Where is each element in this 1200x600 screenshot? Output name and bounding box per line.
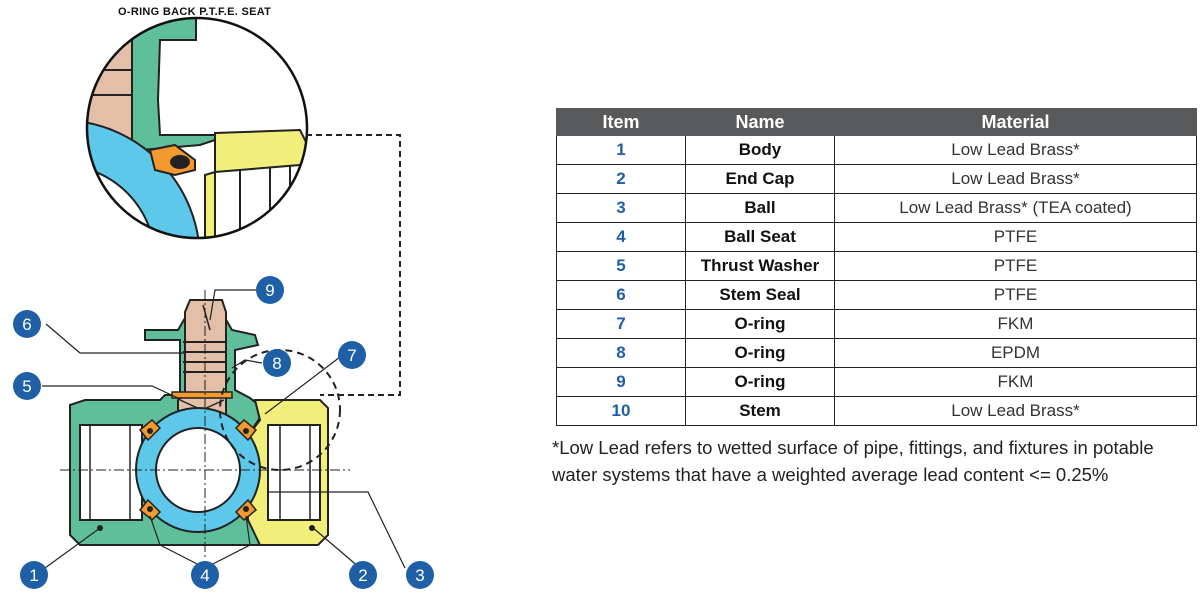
- cell-material: PTFE: [834, 222, 1197, 252]
- table-row: 3 Ball Low Lead Brass* (TEA coated): [556, 193, 1197, 223]
- table-row: 9 O-ring FKM: [556, 367, 1197, 397]
- svg-text:2: 2: [358, 566, 367, 585]
- cell-item: 1: [556, 135, 686, 165]
- valve-section-main: [60, 290, 350, 560]
- callout-5: 5: [13, 372, 41, 400]
- callout-7: 7: [338, 341, 366, 369]
- header-material: Material: [834, 108, 1197, 136]
- svg-text:8: 8: [272, 354, 281, 373]
- callout-4: 4: [191, 561, 219, 589]
- cell-name: O-ring: [685, 367, 835, 397]
- table-row: 1 Body Low Lead Brass*: [556, 135, 1197, 165]
- cell-item: 5: [556, 251, 686, 281]
- cell-name: Ball Seat: [685, 222, 835, 252]
- callout-8: 8: [263, 349, 291, 377]
- cell-name: O-ring: [685, 338, 835, 368]
- table-row: 5 Thrust Washer PTFE: [556, 251, 1197, 281]
- cell-material: Low Lead Brass*: [834, 135, 1197, 165]
- table-row: 2 End Cap Low Lead Brass*: [556, 164, 1197, 194]
- svg-text:5: 5: [22, 377, 31, 396]
- cell-name: Stem Seal: [685, 280, 835, 310]
- table-row: 6 Stem Seal PTFE: [556, 280, 1197, 310]
- svg-text:9: 9: [265, 281, 274, 300]
- cell-item: 3: [556, 193, 686, 223]
- cell-item: 7: [556, 309, 686, 339]
- detail-magnified-view: [85, 16, 309, 240]
- table-row: 7 O-ring FKM: [556, 309, 1197, 339]
- cell-item: 9: [556, 367, 686, 397]
- table-row: 10 Stem Low Lead Brass*: [556, 396, 1197, 426]
- callout-1: 1: [20, 561, 48, 589]
- cell-item: 8: [556, 338, 686, 368]
- svg-text:6: 6: [22, 315, 31, 334]
- cell-name: Thrust Washer: [685, 251, 835, 281]
- svg-text:1: 1: [29, 566, 38, 585]
- cell-material: Low Lead Brass*: [834, 396, 1197, 426]
- cell-item: 10: [556, 396, 686, 426]
- cell-item: 6: [556, 280, 686, 310]
- callout-3: 3: [406, 561, 434, 589]
- cell-material: FKM: [834, 309, 1197, 339]
- cell-item: 4: [556, 222, 686, 252]
- low-lead-footnote: *Low Lead refers to wetted surface of pi…: [552, 437, 1154, 485]
- parts-material-table: Item Name Material 1 Body Low Lead Brass…: [556, 108, 1197, 426]
- svg-text:4: 4: [200, 566, 209, 585]
- header-item: Item: [556, 108, 686, 136]
- callout-6: 6: [13, 310, 41, 338]
- ball-valve-cross-section-diagram: O-RING BACK P.T.F.E. SEAT: [13, 6, 434, 589]
- svg-text:3: 3: [415, 566, 424, 585]
- cell-material: Low Lead Brass*: [834, 164, 1197, 194]
- cell-item: 2: [556, 164, 686, 194]
- cell-material: PTFE: [834, 280, 1197, 310]
- detail-view-title: O-RING BACK P.T.F.E. SEAT: [118, 6, 271, 18]
- callout-2: 2: [349, 561, 377, 589]
- table-header-row: Item Name Material: [556, 108, 1197, 136]
- cell-material: EPDM: [834, 338, 1197, 368]
- detail-leader-dashed: [306, 134, 401, 396]
- table-row: 4 Ball Seat PTFE: [556, 222, 1197, 252]
- cell-name: Stem: [685, 396, 835, 426]
- cell-name: End Cap: [685, 164, 835, 194]
- callout-9: 9: [256, 276, 284, 304]
- svg-text:7: 7: [347, 346, 356, 365]
- cell-material: FKM: [834, 367, 1197, 397]
- header-name: Name: [685, 108, 835, 136]
- cell-name: O-ring: [685, 309, 835, 339]
- cell-name: Body: [685, 135, 835, 165]
- cell-name: Ball: [685, 193, 835, 223]
- table-row: 8 O-ring EPDM: [556, 338, 1197, 368]
- cell-material: PTFE: [834, 251, 1197, 281]
- cell-material: Low Lead Brass* (TEA coated): [834, 193, 1197, 223]
- callout-leaders: [42, 289, 406, 569]
